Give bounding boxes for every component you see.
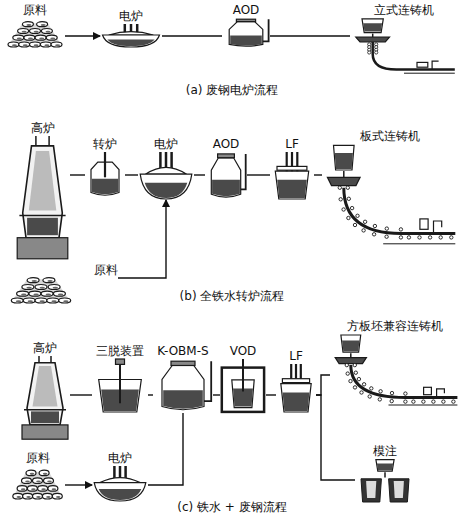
ladle-icon [276,364,316,413]
flow-line [270,35,350,36]
mold-icon [355,459,415,503]
flow-line [70,174,85,175]
flow-line [148,394,153,395]
equipment-node: 电炉 [92,450,148,502]
equipment-label: 电炉 [92,450,148,466]
equipment-node: AOD [222,2,270,48]
equipment-node: 立式连铸机 [350,2,458,78]
equipment-label: 三脱装置 [92,343,148,359]
equipment-node: 高炉 [15,120,70,260]
flow-line [148,413,183,485]
eaf-icon [138,152,194,200]
equipment-label: 电炉 [100,8,162,24]
equipment-label: 板式连铸机 [322,128,458,144]
equipment-node: 原料 [10,450,65,500]
flow-line [70,394,92,395]
equipment-label: 原料 [5,2,65,18]
vcaster-icon [350,18,458,78]
flow-line [314,174,322,175]
equipment-label: VOD [220,343,266,359]
flow-line [213,394,220,395]
equipment-label: 电炉 [138,136,194,152]
equipment-label: LF [270,136,314,152]
equipment-node: 原料 [5,2,65,48]
equipment-node: 三脱装置 [92,343,148,413]
vod-icon [220,359,266,413]
eaf-icon [92,466,148,502]
aod-icon [153,359,213,413]
flow-line [162,35,222,36]
aod-icon [205,152,247,200]
equipment-node: LF [270,136,314,200]
equipment-label: 原料 [8,262,118,278]
equipment-node: 板式连铸机 [322,128,458,248]
equipment-node: 原料 [8,262,118,304]
equipment-label: AOD [205,136,247,152]
pile-icon [5,18,65,48]
tower-icon [15,136,70,260]
equipment-node: 高炉 [20,340,70,440]
ccaster-icon [322,144,458,248]
equipment-label: 方板坯兼容连铸机 [330,318,460,334]
equipment-label: 高炉 [15,120,70,136]
flow-line [247,174,270,175]
flow-line [65,35,100,36]
equipment-node: 方板坯兼容连铸机 [330,318,460,408]
figure-caption: (a) 废钢电炉流程 [186,82,279,98]
aod-icon [222,18,270,48]
ladle-icon [270,152,314,200]
figure-caption: (c) 铁水 + 废钢流程 [177,499,286,515]
figure-caption: (b) 全铁水转炉流程 [180,288,285,304]
equipment-node: 转炉 [85,136,125,198]
equipment-label: 高炉 [20,340,70,356]
pile-icon [8,274,74,304]
flow-line [194,174,205,175]
equipment-label: 模注 [355,443,415,459]
equipment-node: 模注 [355,443,415,503]
eaf-icon [100,24,162,48]
flow-line [266,394,276,395]
equipment-node: 电炉 [100,8,162,48]
ccaster-icon [330,334,460,408]
equipment-label: 立式连铸机 [350,2,458,18]
equipment-node: VOD [220,343,266,413]
converter-icon [85,152,125,198]
flow-line [118,200,166,278]
flow-line [316,375,330,395]
tower-icon [20,356,70,440]
equipment-label: K-OBM-S [153,343,213,359]
equipment-label: AOD [222,2,270,18]
equipment-label: LF [276,348,316,364]
pile-icon [10,466,65,500]
flow-line [65,484,92,485]
equipment-node: AOD [205,136,247,200]
flow-line [125,174,138,175]
sandot-icon [92,359,148,413]
equipment-node: K-OBM-S [153,343,213,413]
equipment-label: 原料 [10,450,65,466]
equipment-node: 电炉 [138,136,194,200]
equipment-node: LF [276,348,316,413]
equipment-label: 转炉 [85,136,125,152]
flow-line [316,395,355,480]
